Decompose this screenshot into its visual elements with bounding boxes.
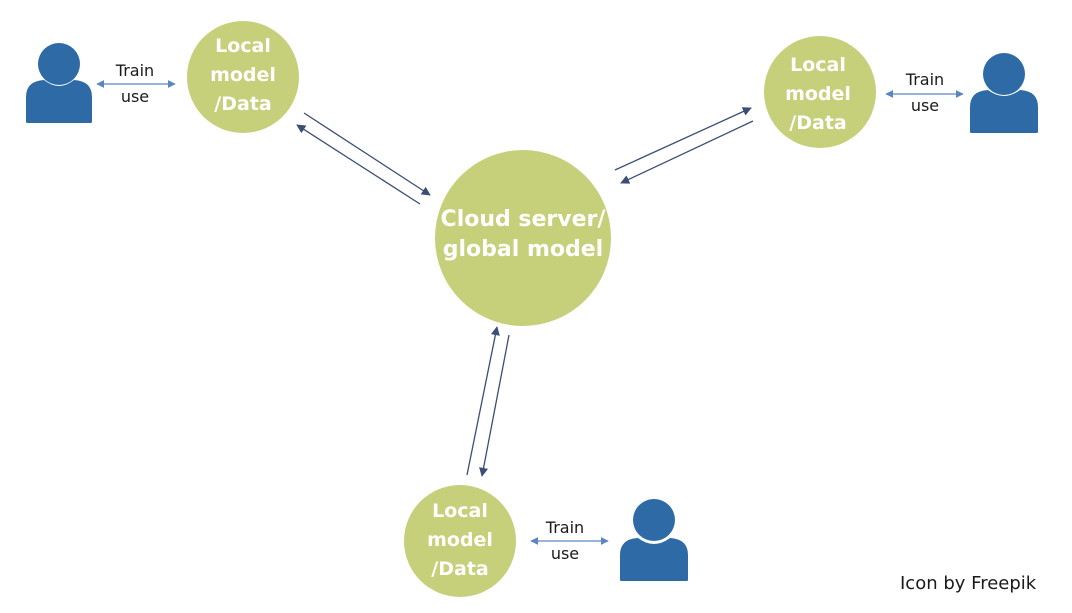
user-icon (970, 53, 1038, 133)
local-node-label-line-2: model (427, 529, 493, 551)
central-node-label-line-1: Cloud server/ (441, 207, 607, 232)
central-node-circle (435, 150, 611, 326)
arrow-server-to-local-top-right (620, 120, 754, 184)
local-node-circle (404, 485, 516, 597)
link-label-train: Train (545, 518, 584, 537)
local-node-top-left: Local model /Data (187, 21, 299, 133)
arrow-local-to-server-top-left (303, 112, 431, 196)
arrow-local-to-server-top-right (614, 107, 752, 171)
user-icon (26, 43, 92, 123)
local-node-label-line-3: /Data (214, 93, 271, 115)
local-node-label-line-1: Local (215, 35, 271, 57)
local-node-label-line-3: /Data (431, 558, 488, 580)
local-node-label-line-2: model (210, 64, 276, 86)
link-label-use: use (911, 96, 939, 115)
local-node-label-line-2: model (785, 83, 851, 105)
link-label-train: Train (115, 61, 154, 80)
local-node-bottom: Local model /Data (404, 485, 516, 597)
local-node-circle (187, 21, 299, 133)
user-bottom: Train use (530, 499, 688, 581)
central-node: Cloud server/ global model (435, 150, 611, 326)
arrow-local-to-server-bottom (466, 326, 500, 476)
user-top-left: Train use (26, 43, 176, 123)
link-label-train: Train (905, 70, 944, 89)
local-node-label-line-3: /Data (789, 112, 846, 134)
central-node-label-line-2: global model (443, 237, 603, 262)
icon-credit: Icon by Freepik (900, 573, 1037, 594)
arrow-server-to-local-top-left (296, 124, 421, 205)
link-label-use: use (551, 544, 579, 563)
user-icon (620, 499, 688, 581)
local-node-label-line-1: Local (790, 54, 846, 76)
local-node-label-line-1: Local (432, 500, 488, 522)
user-top-right: Train use (885, 53, 1038, 133)
link-label-use: use (121, 87, 149, 106)
local-node-top-right: Local model /Data (764, 36, 876, 148)
local-node-circle (764, 36, 876, 148)
arrow-server-to-local-bottom (479, 334, 510, 477)
